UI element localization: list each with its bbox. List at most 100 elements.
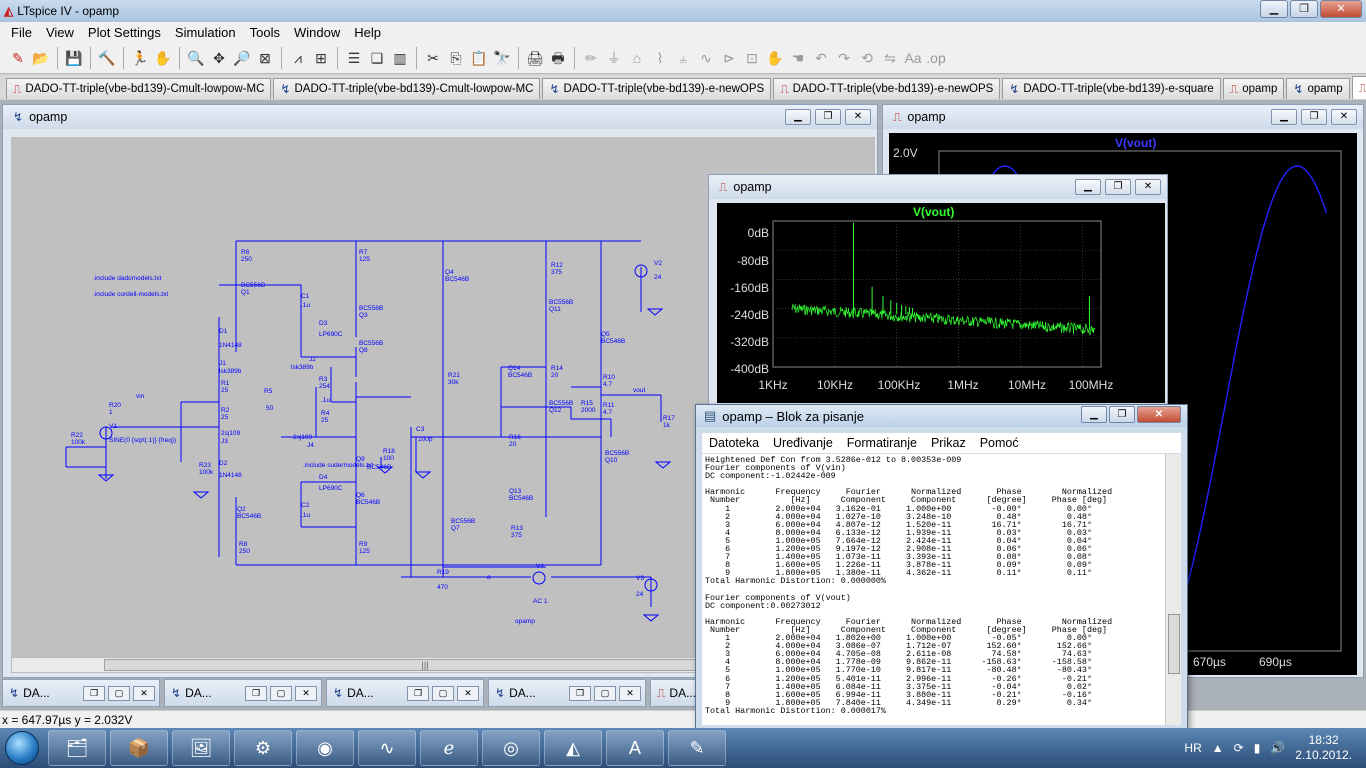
notepad-menu-datoteka[interactable]: Datoteka — [709, 436, 760, 450]
menu-simulation[interactable]: Simulation — [174, 24, 236, 40]
menu-file[interactable]: File — [11, 24, 32, 40]
notepad-maximize-button[interactable]: ❐ — [1109, 406, 1135, 423]
app2-taskbar-icon[interactable]: 📦 — [110, 730, 168, 766]
menu-plot-settings[interactable]: Plot Settings — [87, 24, 161, 40]
zoom-fit-icon[interactable]: ⊠ — [259, 49, 271, 66]
wire-icon[interactable]: ✏ — [585, 49, 597, 66]
mini-max-button[interactable]: ▢ — [432, 685, 454, 701]
source-v4[interactable] — [532, 571, 546, 585]
clock[interactable]: 18:32 2.10.2012. — [1295, 733, 1352, 763]
ground-icon[interactable]: ⏚ — [607, 49, 621, 66]
tile-vertical-icon[interactable]: ▥ — [393, 49, 407, 66]
notepad-menu-formatiranje[interactable]: Formatiranje — [846, 436, 917, 450]
schematic-close-button[interactable]: ✕ — [845, 109, 871, 125]
tab-opamp-wave-2[interactable]: ⎍opamp — [1351, 76, 1366, 99]
paste-icon[interactable]: 📋 — [470, 49, 488, 66]
volume-icon[interactable]: 🔊 — [1270, 741, 1286, 755]
cad-taskbar-icon[interactable]: ⚙ — [234, 730, 292, 766]
cascade-icon[interactable]: ❏ — [370, 49, 384, 66]
source-v1[interactable] — [99, 426, 113, 440]
notepad-taskbar-icon[interactable]: ✎ — [668, 730, 726, 766]
mini-restore-button[interactable]: ❐ — [83, 685, 105, 701]
cut-icon[interactable]: ✂ — [427, 49, 439, 66]
move-icon[interactable]: ✋ — [766, 49, 784, 66]
notepad-text-area[interactable]: Heightened Def Con from 3.5286e-012 to 8… — [702, 454, 1165, 725]
antivirus-taskbar-icon[interactable]: ◉ — [296, 730, 354, 766]
menu-tools[interactable]: Tools — [249, 24, 280, 40]
oscilloscope-taskbar-icon[interactable]: ∿ — [358, 730, 416, 766]
fft-close-button[interactable]: ✕ — [1135, 179, 1161, 195]
find-icon[interactable]: 🔭 — [493, 49, 511, 66]
undo-icon[interactable]: ↶ — [815, 49, 827, 66]
waveform-restore-button[interactable]: ❐ — [1301, 109, 1327, 125]
sync-icon[interactable]: ⟳ — [1233, 741, 1244, 755]
tray-expand-icon[interactable]: ▲ — [1211, 741, 1224, 755]
minimized-window-1[interactable]: ↯DA...❐▢✕ — [2, 679, 160, 707]
text-icon[interactable]: Aa — [904, 49, 922, 66]
app3-taskbar-icon[interactable]: 🖼 — [172, 730, 230, 766]
print-icon[interactable]: 🖶 — [551, 49, 565, 66]
network-icon[interactable]: ▮ — [1253, 741, 1261, 755]
waveform-close-button[interactable]: ✕ — [1331, 109, 1357, 125]
diode-icon[interactable]: ⊳ — [723, 49, 735, 66]
minimized-window-3[interactable]: ↯DA...❐▢✕ — [326, 679, 484, 707]
tab-dado-square-sch[interactable]: ↯DADO-TT-triple(vbe-bd139)-e-square — [1002, 78, 1221, 99]
save-icon[interactable]: 💾 — [65, 49, 83, 66]
mini-max-button[interactable]: ▢ — [594, 685, 616, 701]
open-icon[interactable]: 📂 — [32, 49, 50, 66]
mini-restore-button[interactable]: ❐ — [245, 685, 267, 701]
source-v3[interactable] — [644, 578, 658, 592]
mini-max-button[interactable]: ▢ — [108, 685, 130, 701]
zoom-out-icon[interactable]: 🔎 — [233, 49, 251, 66]
minimize-button[interactable]: ▁ — [1260, 0, 1288, 18]
schematic-restore-button[interactable]: ❐ — [815, 109, 841, 125]
notepad-scroll-thumb[interactable] — [1168, 614, 1180, 674]
print-setup-icon[interactable]: 🖨 — [526, 49, 544, 66]
mini-max-button[interactable]: ▢ — [270, 685, 292, 701]
mirror-icon[interactable]: ⇋ — [884, 49, 896, 66]
rotate-icon[interactable]: ⟲ — [861, 49, 873, 66]
notepad-menu-pomoc[interactable]: Pomoć — [979, 436, 1019, 450]
spice-directive-icon[interactable]: .op — [926, 49, 946, 66]
mini-restore-button[interactable]: ❐ — [407, 685, 429, 701]
halt-icon[interactable]: ✋ — [154, 49, 172, 66]
explorer-taskbar-icon[interactable]: 🗂 — [48, 730, 106, 766]
close-button[interactable]: ✕ — [1320, 0, 1362, 18]
schematic-minimize-button[interactable]: ▁ — [785, 109, 811, 125]
tab-opamp-wave-1[interactable]: ⎍opamp — [1222, 78, 1285, 99]
mini-close-button[interactable]: ✕ — [295, 685, 317, 701]
tile-horizontal-icon[interactable]: ☰ — [347, 49, 361, 66]
control-panel-icon[interactable]: 🔨 — [98, 49, 116, 66]
zoom-in-icon[interactable]: 🔍 — [187, 49, 205, 66]
fft-restore-button[interactable]: ❐ — [1105, 179, 1131, 195]
include-directive-1[interactable]: .include dadomodels.txt — [93, 275, 161, 282]
tab-dado-cmult-wave[interactable]: ⎍DADO-TT-triple(vbe-bd139)-Cmult-lowpow-… — [6, 78, 272, 99]
pan-icon[interactable]: ✥ — [213, 49, 225, 66]
tab-dado-cmult-sch[interactable]: ↯DADO-TT-triple(vbe-bd139)-Cmult-lowpow-… — [273, 78, 541, 99]
fft-minimize-button[interactable]: ▁ — [1075, 179, 1101, 195]
minimized-window-5[interactable]: ⎍DA... — [650, 679, 700, 707]
resistor-icon[interactable]: ⌇ — [656, 49, 664, 66]
schematic-horizontal-scrollbar[interactable]: ||| — [11, 657, 875, 673]
copy-icon[interactable]: ⎘ — [450, 49, 462, 66]
menu-view[interactable]: View — [45, 24, 74, 40]
run-icon[interactable]: 🏃 — [131, 49, 149, 66]
mini-close-button[interactable]: ✕ — [133, 685, 155, 701]
mini-close-button[interactable]: ✕ — [457, 685, 479, 701]
wordpad-taskbar-icon[interactable]: A — [606, 730, 664, 766]
notepad-vertical-scrollbar[interactable] — [1165, 454, 1181, 725]
fft-plot-pane[interactable]: V(vout) 0dB -80dB -160dB -240dB -320dB -… — [717, 203, 1165, 403]
minimized-window-2[interactable]: ↯DA...❐▢✕ — [164, 679, 322, 707]
tab-dado-newops-wave[interactable]: ⎍DADO-TT-triple(vbe-bd139)-e-newOPS — [773, 78, 1001, 99]
notepad-close-button[interactable]: ✕ — [1137, 406, 1181, 423]
mini-restore-button[interactable]: ❐ — [569, 685, 591, 701]
include-directive-3[interactable]: .include sudermodels.txt — [303, 462, 373, 469]
minimized-window-4[interactable]: ↯DA...❐▢✕ — [488, 679, 646, 707]
scrollbar-thumb[interactable]: ||| — [104, 659, 746, 671]
ie-taskbar-icon[interactable]: ℯ — [420, 730, 478, 766]
mini-close-button[interactable]: ✕ — [619, 685, 641, 701]
redo-icon[interactable]: ↷ — [838, 49, 850, 66]
waveform-minimize-button[interactable]: ▁ — [1271, 109, 1297, 125]
source-v2[interactable] — [634, 264, 648, 278]
media-taskbar-icon[interactable]: ◎ — [482, 730, 540, 766]
